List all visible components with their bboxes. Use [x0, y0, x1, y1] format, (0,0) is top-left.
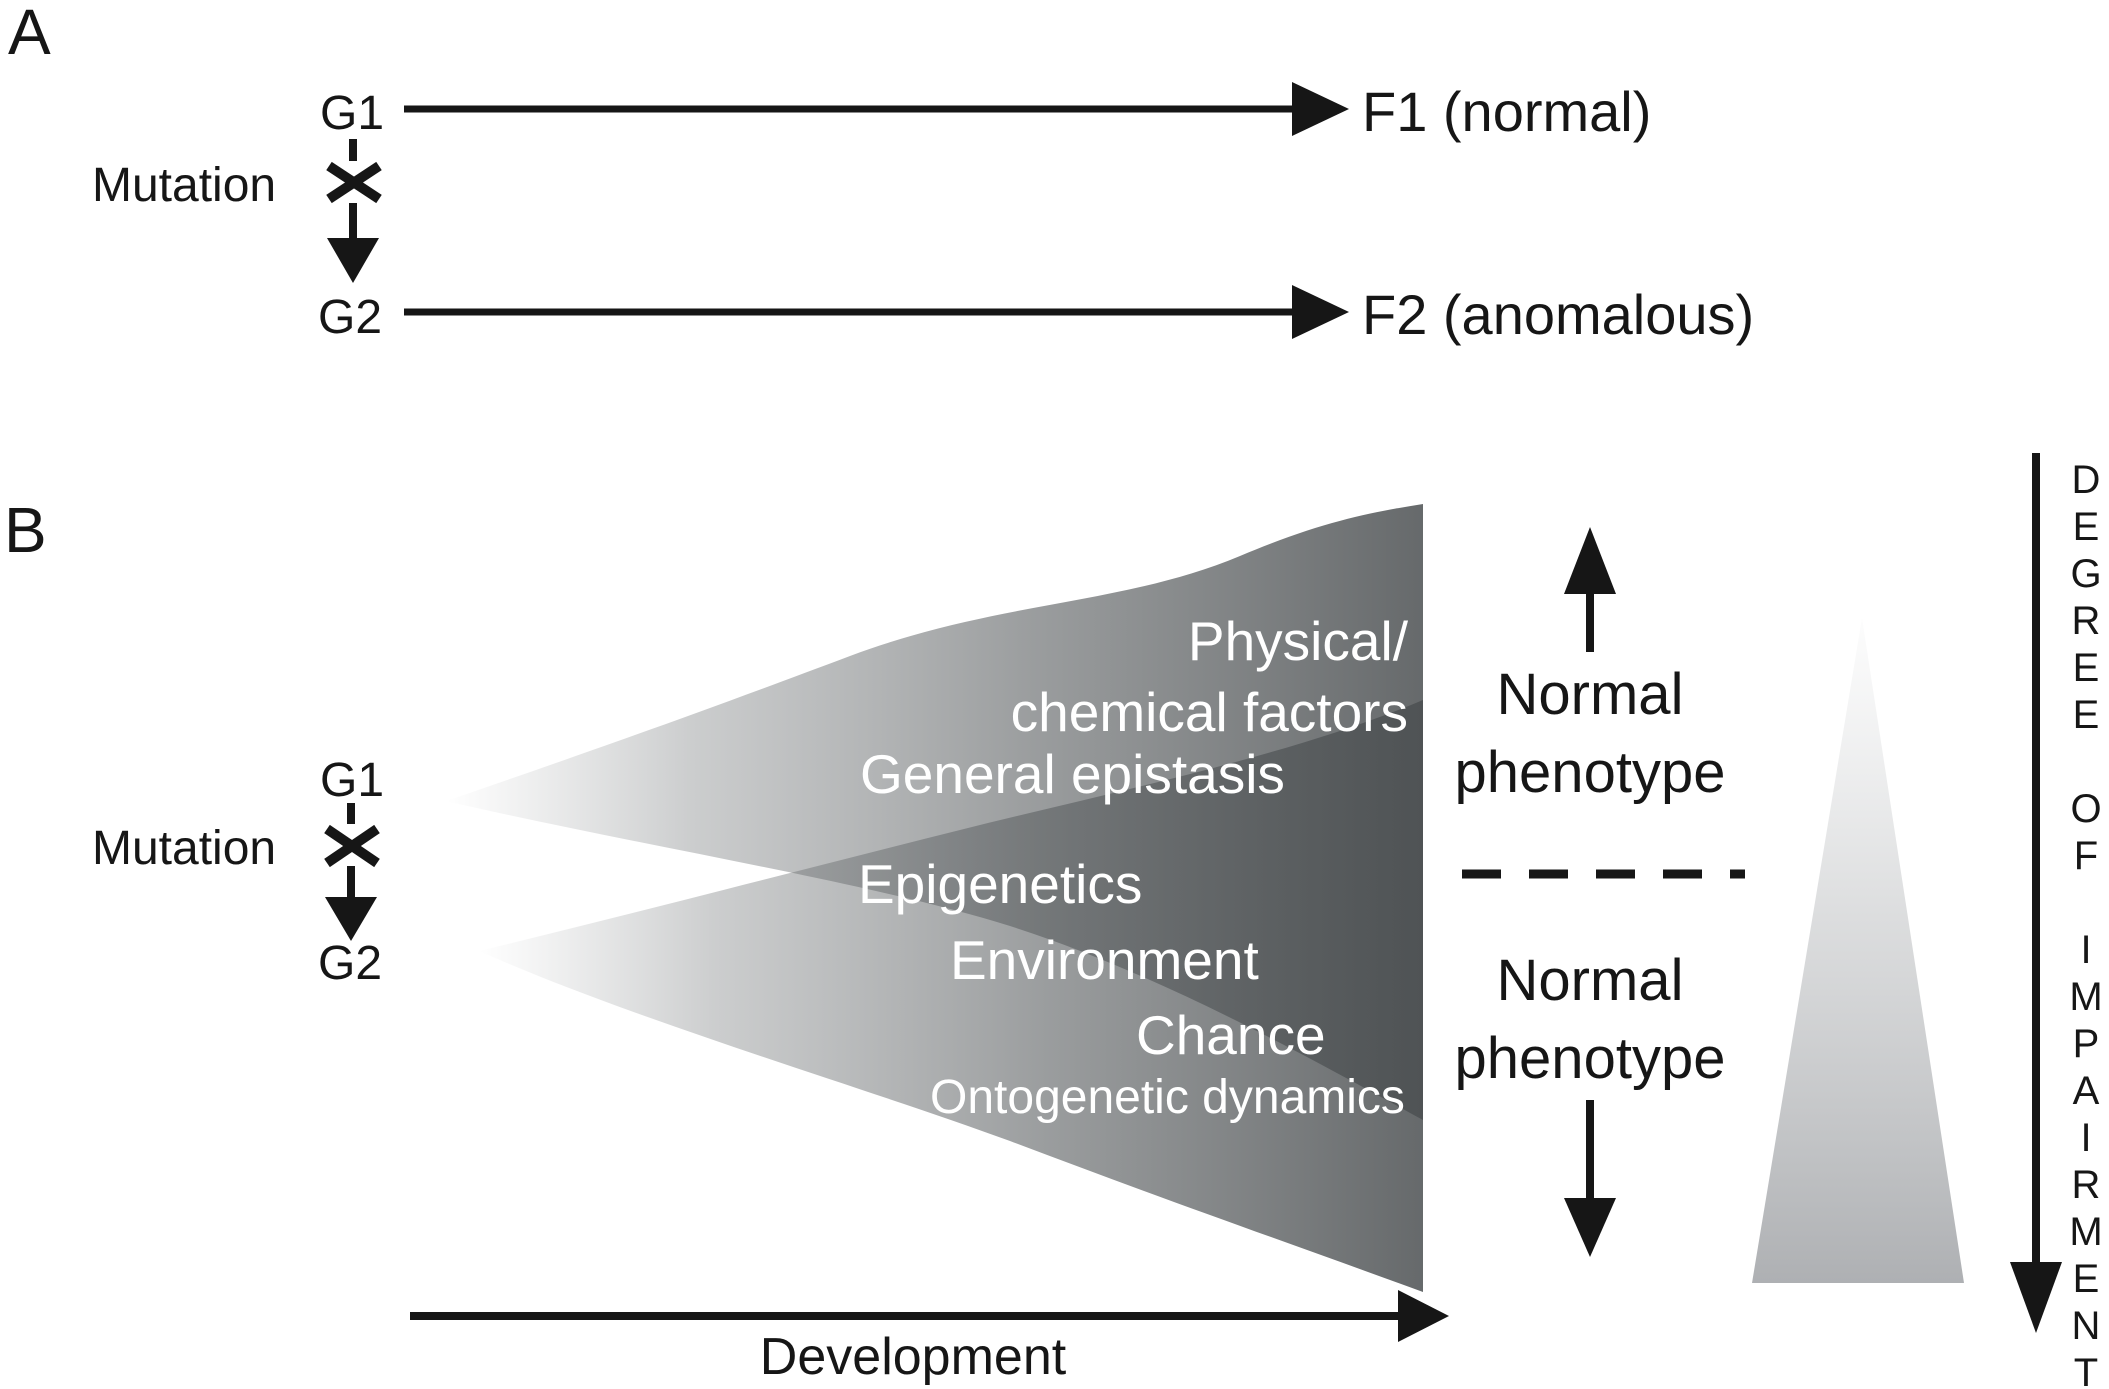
factor-physical-line2: chemical factors: [1010, 681, 1408, 743]
impairment-axis-arrow: [2010, 453, 2062, 1333]
arrowhead-down-icon: [327, 238, 379, 283]
panel-b-g1-label: G1: [320, 754, 385, 807]
panel-b-mutation-cross-icon: [324, 803, 380, 941]
factor-physical-line1: Physical/: [1187, 610, 1408, 672]
panel-a-mutation-label: Mutation: [92, 159, 277, 212]
factor-physical-chemical-label: Physical/ chemical factors: [1011, 606, 1408, 748]
phenotype-down-arrow: [1564, 1100, 1616, 1257]
phenotype-up-arrow: [1564, 527, 1616, 652]
development-axis-label: Development: [759, 1328, 1067, 1386]
arrowhead-down-icon: [2010, 1262, 2062, 1333]
panel-b-mutation-label: Mutation: [92, 822, 277, 875]
arrowhead-down-icon: [325, 897, 377, 941]
lower-fan-shape: [479, 700, 1423, 1292]
panel-b-g2-label: G2: [318, 937, 383, 990]
impairment-wedge-shape: [1752, 618, 1964, 1283]
factor-chance-label: Chance: [1136, 1004, 1326, 1066]
impairment-axis-label: DEGREE OF IMPAIRMENT: [2064, 458, 2108, 1389]
normal-phenotype-lower-label: Normal phenotype: [1455, 942, 1726, 1098]
arrowhead-up-icon: [1564, 527, 1616, 594]
normal-phenotype-lower-line1: Normal: [1496, 948, 1684, 1013]
normal-phenotype-upper-line1: Normal: [1496, 662, 1684, 727]
panel-a-label: A: [8, 0, 51, 68]
panel-a-mutation-cross-icon: [326, 139, 382, 283]
normal-phenotype-lower-line2: phenotype: [1454, 1026, 1726, 1091]
arrowhead-right-icon: [1292, 285, 1349, 339]
panel-a-g2-to-f2-arrow: [404, 285, 1349, 339]
arrowhead-down-icon: [1564, 1198, 1616, 1257]
factor-general-epistasis-label: General epistasis: [860, 743, 1285, 805]
panel-a-g1-to-f1-arrow: [404, 82, 1349, 136]
normal-phenotype-upper-label: Normal phenotype: [1455, 656, 1726, 812]
panel-a-g1-label: G1: [320, 87, 385, 140]
arrowhead-right-icon: [1398, 1290, 1449, 1342]
normal-phenotype-upper-line2: phenotype: [1454, 740, 1726, 805]
development-axis-arrow: [410, 1290, 1449, 1342]
arrowhead-right-icon: [1292, 82, 1349, 136]
panel-a-f1-label: F1 (normal): [1362, 80, 1652, 143]
panel-a-f2-label: F2 (anomalous): [1362, 283, 1755, 346]
panel-b-label: B: [4, 494, 47, 566]
factor-epigenetics-label: Epigenetics: [858, 853, 1143, 915]
panel-a-g2-label: G2: [318, 291, 383, 344]
factor-ontogenetic-dynamics-label: Ontogenetic dynamics: [930, 1071, 1405, 1124]
factor-environment-label: Environment: [950, 929, 1259, 991]
